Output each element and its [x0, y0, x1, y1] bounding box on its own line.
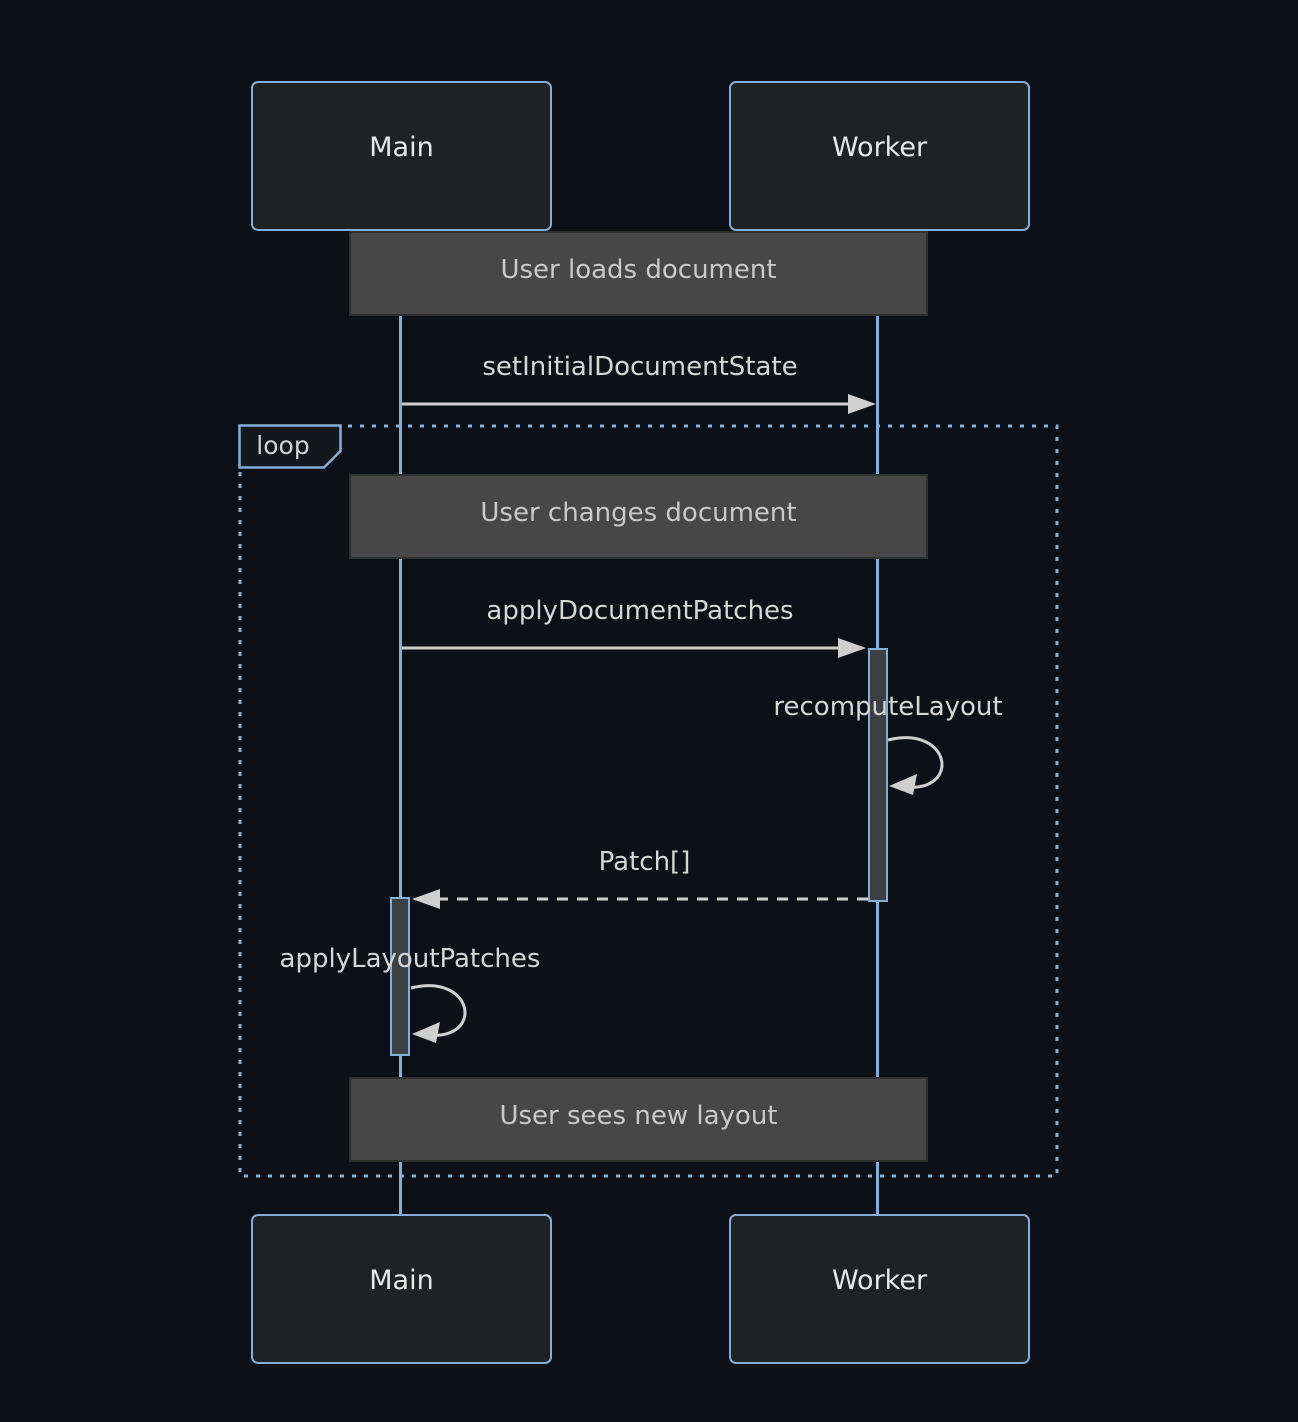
participant-main-top: Main [251, 81, 552, 231]
note-user-changes-document: User changes document [349, 474, 928, 559]
participant-worker-label: Worker [831, 131, 928, 163]
note-user-sees-new-layout: User sees new layout [349, 1077, 928, 1162]
message-label-recompute-layout: recomputeLayout [773, 692, 1003, 722]
message-label-patch-array: Patch[] [598, 847, 691, 877]
participant-worker-bottom: Worker [729, 1214, 1030, 1364]
loop-label: loop [256, 430, 310, 460]
message-label-apply-layout-patches: applyLayoutPatches [279, 944, 541, 974]
participant-worker-label: Worker [831, 1264, 928, 1296]
note-text: User sees new layout [499, 1100, 778, 1131]
participant-main-label: Main [369, 1264, 434, 1296]
note-text: User loads document [500, 254, 777, 285]
note-user-loads-document: User loads document [349, 231, 928, 316]
arrow-apply-document-patches [402, 638, 866, 658]
self-arrow-recompute-layout [887, 736, 944, 795]
activation-bar-main [390, 897, 410, 1056]
participant-main-bottom: Main [251, 1214, 552, 1364]
participant-worker-top: Worker [729, 81, 1030, 231]
self-arrow-apply-layout-patches [410, 984, 467, 1043]
return-arrow-patch [412, 889, 868, 909]
note-text: User changes document [480, 497, 797, 528]
message-label-apply-document-patches: applyDocumentPatches [486, 596, 794, 626]
participant-main-label: Main [369, 131, 434, 163]
message-label-set-initial-document-state: setInitialDocumentState [482, 352, 798, 382]
arrow-set-initial-document-state [402, 394, 876, 414]
